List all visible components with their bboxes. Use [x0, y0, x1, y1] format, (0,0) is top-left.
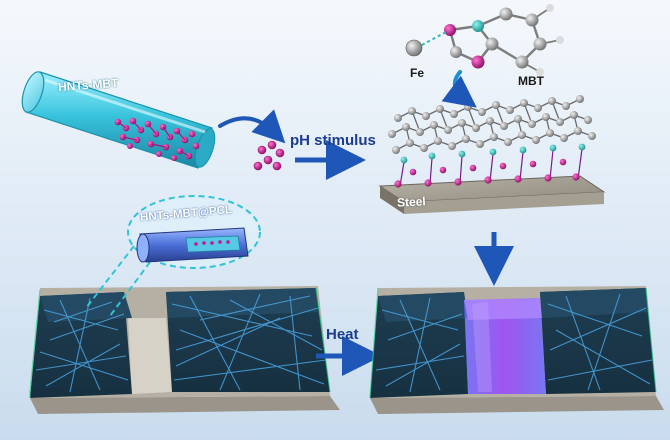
mbt-molecule: [444, 4, 564, 76]
fiber-network: [35, 293, 327, 393]
scratched-coating: [29, 286, 340, 414]
nitrogen-atom-icon: [472, 20, 484, 32]
sulfur-atom-icon: [444, 24, 456, 36]
healed-coating: [369, 286, 664, 414]
zoom-callout-icon: [85, 195, 261, 317]
mbt-label: MBT: [518, 74, 544, 88]
curved-arrow-icon: [218, 109, 286, 144]
fe-atom: [405, 31, 447, 57]
fiber-network-healed: [375, 293, 653, 393]
steel-substrate: [378, 175, 606, 214]
released-mbt-icon: [253, 140, 285, 171]
ph-stimulus-label: pH stimulus: [290, 132, 376, 149]
hnts-mbt-tube: [21, 71, 216, 169]
graphene-lattice: [388, 95, 596, 154]
steel-label: Steel: [396, 194, 427, 210]
healed-region: [464, 298, 546, 394]
adsorption-arrow-icon: [441, 70, 477, 108]
heat-label: Heat: [326, 326, 359, 343]
mbt-adsorbed-layer: [388, 95, 596, 188]
mbt-payload: [114, 117, 200, 161]
fe-label: Fe: [410, 66, 425, 80]
